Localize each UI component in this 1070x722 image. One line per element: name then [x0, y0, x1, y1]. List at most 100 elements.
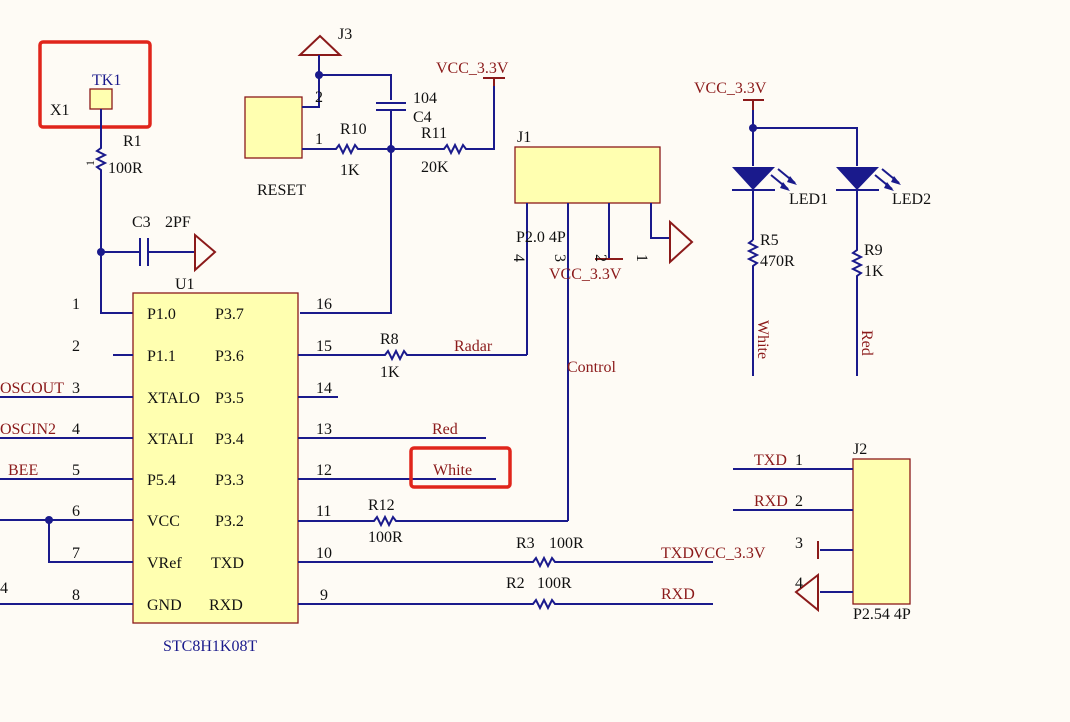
- led2: LED2: [836, 167, 931, 240]
- u1-pin-name-9: RXD: [209, 597, 243, 614]
- r3-resistor: R3 100R TXD VCC_3.3V: [298, 535, 766, 569]
- r1-pin: 1: [83, 160, 97, 166]
- c3-value: 2PF: [165, 214, 191, 231]
- net-left-4: 4: [0, 580, 8, 597]
- led2-ref: LED2: [892, 191, 931, 208]
- u1-part: STC8H1K08T: [163, 638, 257, 655]
- j2-rxd-label: RXD: [754, 493, 788, 510]
- j3-ground-symbol: J3: [297, 26, 352, 56]
- vcc-label-led: VCC_3.3V: [694, 80, 767, 97]
- rxd-net-label: RXD: [661, 586, 695, 603]
- r9-resistor: R9 1K Red: [850, 240, 884, 376]
- r8-ref: R8: [380, 331, 399, 348]
- c4-ref: C4: [413, 109, 432, 126]
- u1-mcu: U1 STC8H1K08T 1 2 3 4 5 6 7 8 P1.0 P1.1 …: [0, 276, 332, 655]
- red-net-label: Red: [432, 421, 458, 438]
- c4-value: 104: [413, 90, 437, 107]
- r12-ref: R12: [368, 497, 395, 514]
- white-net-label: White: [433, 462, 472, 479]
- u1-pin-name-10: TXD: [211, 555, 244, 572]
- r2-ref: R2: [506, 575, 525, 592]
- j3-pin1: 1: [315, 131, 323, 148]
- reset-button: 2 1 RESET: [244, 55, 392, 199]
- u1-pin-num-4: 4: [72, 421, 80, 438]
- u1-pin-num-12: 12: [316, 462, 332, 479]
- r10-resistor: R10 1K: [330, 121, 395, 179]
- r9-value: 1K: [864, 263, 884, 280]
- u1-pin-name-5: P5.4: [147, 472, 176, 489]
- u1-pin-name-6: VCC: [147, 513, 180, 530]
- r11-ref: R11: [421, 125, 447, 142]
- u1-pin-num-7: 7: [72, 545, 80, 562]
- u1-pin-name-3: XTALO: [147, 390, 200, 407]
- u1-pin-num-8: 8: [72, 587, 80, 604]
- u1-pin-name-8: GND: [147, 597, 182, 614]
- r3-ref: R3: [516, 535, 535, 552]
- u1-pin-num-13: 13: [316, 421, 332, 438]
- u1-pin-num-5: 5: [72, 462, 80, 479]
- tk1-ref: TK1: [92, 72, 121, 89]
- highlight-white: [409, 446, 512, 489]
- u1-pin-num-11: 11: [316, 503, 331, 520]
- u1-pin-num-16: 16: [316, 296, 332, 313]
- u1-pin-num-10: 10: [316, 545, 332, 562]
- u1-pin-name-16: P3.7: [215, 306, 244, 323]
- j1-pin3: 3: [551, 254, 568, 262]
- u1-pin-name-4: XTALI: [147, 431, 194, 448]
- control-net-label: Control: [567, 359, 616, 376]
- j2-footprint: P2.54 4P: [853, 606, 911, 623]
- r5-resistor: R5 470R White: [746, 232, 795, 376]
- r2-resistor: R2 100R RXD: [298, 575, 713, 611]
- j3-ref: J3: [338, 26, 352, 43]
- u1-pin-name-12: P3.3: [215, 472, 244, 489]
- c3-ref: C3: [132, 214, 151, 231]
- r12-value: 100R: [368, 529, 403, 546]
- vcc-label-txd: VCC_3.3V: [693, 545, 766, 562]
- r2-value: 100R: [537, 575, 572, 592]
- u1-pin-num-14: 14: [316, 380, 332, 397]
- u1-pin-num-9: 9: [320, 587, 328, 604]
- u1-pin-name-2: P1.1: [147, 348, 176, 365]
- r12-resistor: R12 100R: [298, 497, 568, 546]
- vcc-label-r11: VCC_3.3V: [436, 60, 509, 77]
- r10-ref: R10: [340, 121, 367, 138]
- j2-ref: J2: [853, 441, 867, 458]
- r9-net-label: Red: [858, 330, 875, 356]
- j1-footprint: P2.0 4P: [516, 229, 566, 246]
- tk1-net-label: X1: [50, 102, 70, 119]
- j2-pin4: 4: [795, 575, 803, 592]
- j1-pin2: 2: [592, 254, 609, 262]
- reset-net-wire: [300, 149, 392, 314]
- reset-label: RESET: [257, 182, 306, 199]
- r3-value: 100R: [549, 535, 584, 552]
- net-oscout: OSCOUT: [0, 380, 64, 397]
- u1-ref: U1: [175, 276, 195, 293]
- u1-pin-name-1: P1.0: [147, 306, 176, 323]
- j1-pin1: 1: [633, 254, 650, 262]
- j1-pin4: 4: [510, 254, 527, 262]
- j2-txd-label: TXD: [754, 452, 787, 469]
- u1-pin-num-1: 1: [72, 296, 80, 313]
- vcc-led-bar: [743, 99, 764, 110]
- u1-pin-name-7: VRef: [147, 555, 182, 572]
- radar-net-label: Radar: [454, 338, 493, 355]
- r5-net-label: White: [754, 320, 771, 359]
- u1-pin-name-14: P3.5: [215, 390, 244, 407]
- net-oscin2: OSCIN2: [0, 421, 56, 438]
- led-vcc-wire: [752, 110, 858, 166]
- c4-capacitor: 104 C4: [376, 90, 437, 149]
- net-bee: BEE: [8, 462, 38, 479]
- r8-value: 1K: [380, 364, 400, 381]
- r10-value: 1K: [340, 162, 360, 179]
- r1-ref: R1: [123, 133, 142, 150]
- highlight-tk1: [38, 40, 152, 129]
- u1-pin-name-11: P3.2: [215, 513, 244, 530]
- u1-pin-num-6: 6: [72, 503, 80, 520]
- r9-ref: R9: [864, 242, 883, 259]
- j2-pin2: 2: [795, 493, 803, 510]
- r1-resistor: R1 100R 1: [83, 109, 143, 250]
- c3-capacitor: C3 2PF: [97, 214, 217, 314]
- r5-ref: R5: [760, 232, 779, 249]
- u1-pin-name-15: P3.6: [215, 348, 244, 365]
